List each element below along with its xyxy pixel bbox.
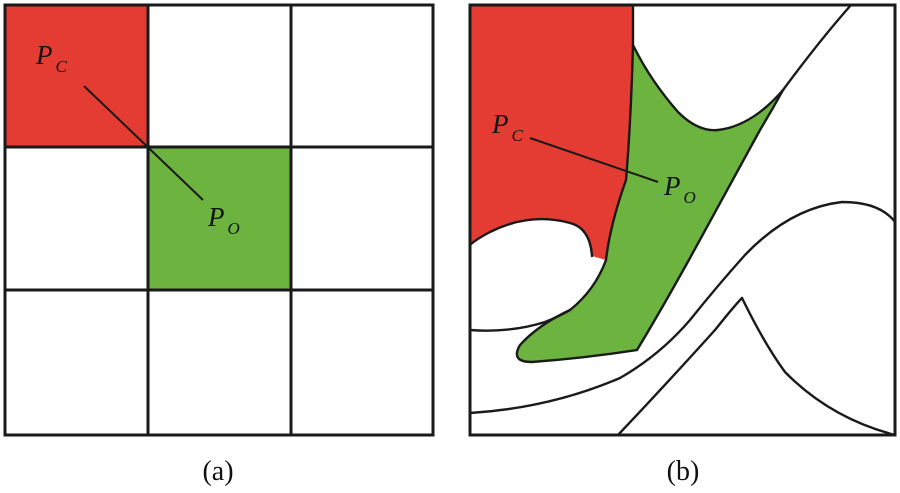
panel-b-label-pc-main: P (491, 109, 509, 139)
panel-a-connector-line (83, 85, 204, 201)
panel-b-green-right-boundary (635, 3, 853, 352)
panel-b-caption: (b) (667, 456, 700, 487)
panel-b-label-pc-sub: C (512, 126, 524, 145)
panel-b-label-po-main: P (663, 171, 681, 201)
panel-b-red-region (470, 5, 633, 260)
panel-a-label-po-main: P (207, 202, 225, 232)
panel-b-red-bottom-boundary (468, 217, 594, 258)
panel-a-border (3, 3, 435, 437)
panel-b-region-boundaries (468, 3, 897, 437)
panel-b-bottom-curve (616, 296, 744, 437)
panel-b-green-region (516, 45, 783, 362)
panel-a-label-po-sub: O (228, 219, 240, 238)
panel-b-green-bottom-boundary (515, 258, 639, 364)
panel-a-label-pc-main: P (35, 40, 53, 70)
panel-b-border (468, 3, 897, 437)
panel-b-lower-left-curve-2 (468, 200, 897, 415)
panel-b-lower-left-curve-1 (468, 308, 572, 332)
panel-a-label-pc-sub: C (56, 57, 68, 76)
panel-b-green-top-boundary (631, 43, 785, 132)
panel-a-grid (3, 3, 435, 437)
panel-b-bottom-right-curve (740, 296, 897, 437)
panel-b-label-po-sub: O (684, 188, 696, 207)
panel-b-connector-line (529, 137, 659, 183)
panel-a-caption: (a) (202, 456, 233, 487)
panel-b-red-right-boundary (604, 3, 635, 262)
